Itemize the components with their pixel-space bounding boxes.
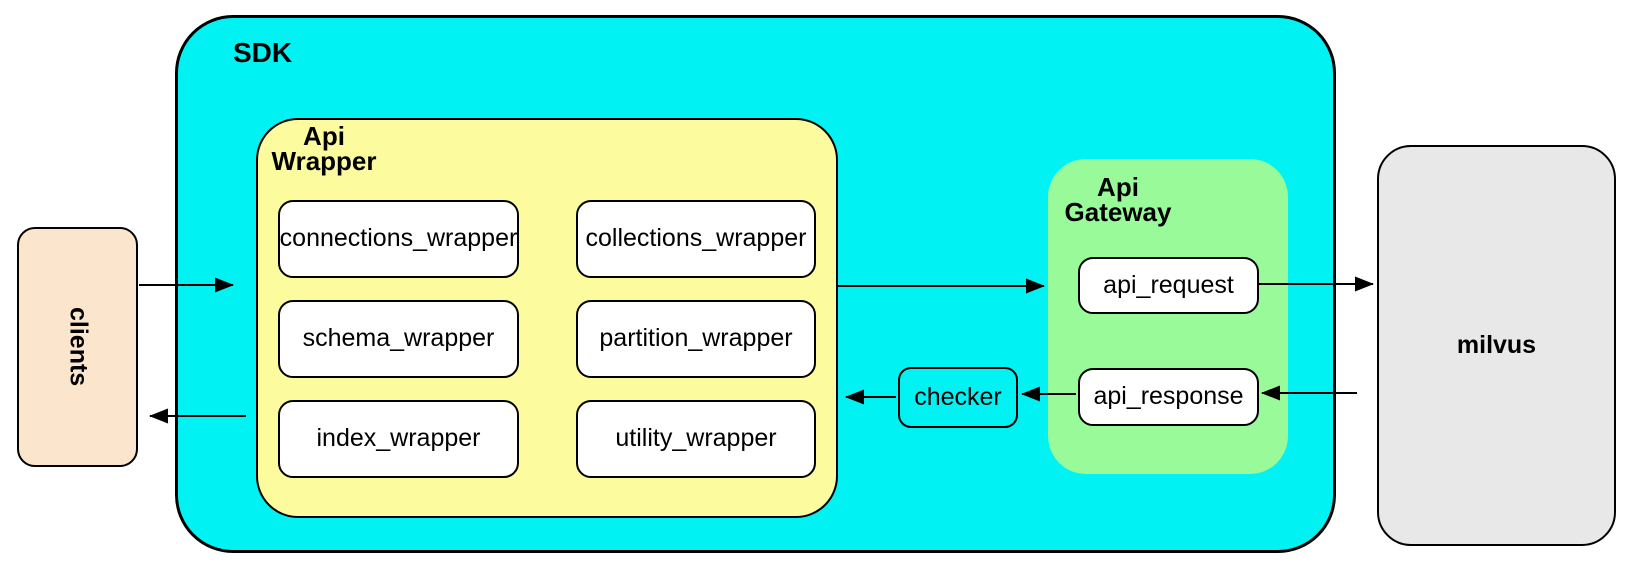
node-clients: clients (17, 227, 138, 467)
node-utility-wrapper: utility_wrapper (576, 400, 816, 478)
node-connections-wrapper: connections_wrapper (278, 200, 519, 278)
sdk-label: SDK (233, 37, 293, 68)
node-partition-wrapper: partition_wrapper (576, 300, 816, 378)
node-api-gateway: Api Gateway api_request api_response (1048, 159, 1288, 474)
node-index-wrapper: index_wrapper (278, 400, 519, 478)
node-api-response: api_response (1078, 368, 1259, 426)
api-gateway-label: Api Gateway (1064, 172, 1172, 227)
node-checker: checker (898, 367, 1018, 428)
node-schema-wrapper: schema_wrapper (278, 300, 519, 378)
node-milvus: milvus (1377, 145, 1616, 546)
node-collections-wrapper: collections_wrapper (576, 200, 816, 278)
node-sdk: SDK Api Wrapper connections_wrapper coll… (175, 15, 1336, 553)
node-api-wrapper: Api Wrapper connections_wrapper collecti… (256, 118, 838, 518)
node-api-request: api_request (1078, 257, 1259, 314)
milvus-label: milvus (1456, 330, 1537, 359)
clients-label: clients (64, 307, 93, 387)
api-wrapper-label: Api Wrapper (271, 121, 377, 176)
